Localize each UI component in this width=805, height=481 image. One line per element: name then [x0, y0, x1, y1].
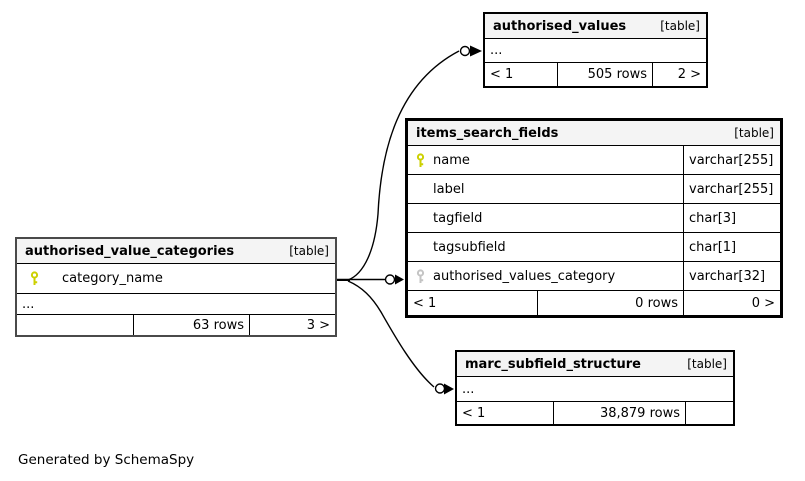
table-name: authorised_value_categories — [25, 243, 235, 259]
footer-children — [685, 402, 733, 424]
connector-circle-authorised-values — [459, 45, 471, 57]
table-footer: < 1 38,879 rows — [457, 402, 733, 424]
ellipsis-label: ... — [462, 381, 475, 397]
column-type: char[3] — [683, 204, 780, 232]
connector-arrow-marc-subfield-structure — [444, 383, 454, 395]
table-name: authorised_values — [493, 18, 627, 34]
icon-spacer — [415, 240, 426, 255]
table-items-search-fields: items_search_fields [table] name varchar… — [405, 118, 783, 318]
column-row-authorised-values-category: authorised_values_category varchar[32] — [408, 262, 780, 291]
table-footer: < 1 0 rows 0 > — [408, 291, 780, 315]
table-type-tag: [table] — [687, 357, 727, 371]
footer-children: 0 > — [683, 291, 780, 315]
table-footer: 63 rows 3 > — [17, 315, 335, 335]
footer-parents: < 1 — [462, 405, 486, 421]
table-header-authorised-value-categories[interactable]: authorised_value_categories [table] — [17, 239, 335, 264]
table-header-authorised-values[interactable]: authorised_values [table] — [485, 14, 706, 39]
column-row-category-name: category_name — [17, 264, 335, 294]
column-type: varchar[255] — [683, 175, 780, 203]
connector-arrow-items-search-fields — [395, 274, 404, 285]
column-row-tagfield: tagfield char[3] — [408, 204, 780, 233]
connector-arrow-authorised-values — [470, 45, 482, 57]
column-row-name: name varchar[255] — [408, 146, 780, 175]
column-name: tagfield — [433, 210, 483, 226]
footer-row-count: 63 rows — [133, 315, 249, 335]
collapsed-columns-row: ... — [17, 294, 335, 315]
connector-circle-marc-subfield-structure — [434, 383, 446, 394]
footer-children: 2 > — [652, 63, 706, 86]
footer-parents: < 1 — [490, 67, 514, 82]
foreign-key-icon — [415, 268, 426, 284]
column-name: name — [433, 152, 470, 168]
column-type: varchar[255] — [683, 146, 780, 174]
collapsed-columns-row: ... — [457, 377, 733, 402]
primary-key-icon — [29, 271, 40, 286]
column-type: char[1] — [683, 233, 780, 261]
footer-parents — [17, 315, 133, 335]
column-name: authorised_values_category — [433, 268, 616, 284]
primary-key-icon — [415, 152, 426, 168]
table-authorised-value-categories: authorised_value_categories [table] cate… — [15, 237, 337, 337]
column-name: label — [433, 181, 465, 197]
table-name: marc_subfield_structure — [465, 356, 641, 372]
table-type-tag: [table] — [660, 19, 700, 33]
column-row-tagsubfield: tagsubfield char[1] — [408, 233, 780, 262]
icon-spacer — [415, 182, 426, 197]
ellipsis-label: ... — [490, 43, 503, 58]
table-footer: < 1 505 rows 2 > — [485, 63, 706, 86]
footer-parents: < 1 — [413, 295, 437, 311]
table-type-tag: [table] — [734, 126, 774, 140]
column-type: varchar[32] — [683, 262, 780, 290]
table-type-tag: [table] — [289, 244, 329, 258]
generated-by-note: Generated by SchemaSpy — [18, 452, 195, 468]
column-row-label: label varchar[255] — [408, 175, 780, 204]
table-header-marc-subfield-structure[interactable]: marc_subfield_structure [table] — [457, 352, 733, 377]
table-name: items_search_fields — [416, 125, 559, 141]
table-authorised-values: authorised_values [table] ... < 1 505 ro… — [483, 12, 708, 88]
column-name: category_name — [62, 271, 163, 286]
collapsed-columns-row: ... — [485, 39, 706, 63]
footer-row-count: 38,879 rows — [553, 402, 685, 424]
ellipsis-label: ... — [22, 296, 35, 312]
footer-children: 3 > — [249, 315, 335, 335]
footer-row-count: 505 rows — [557, 63, 652, 86]
column-name: tagsubfield — [433, 239, 506, 255]
table-header-items-search-fields[interactable]: items_search_fields [table] — [408, 121, 780, 146]
footer-row-count: 0 rows — [537, 291, 683, 315]
connector-circle-items-search-fields — [384, 274, 396, 285]
table-marc-subfield-structure: marc_subfield_structure [table] ... < 1 … — [455, 350, 735, 426]
icon-spacer — [415, 211, 426, 226]
